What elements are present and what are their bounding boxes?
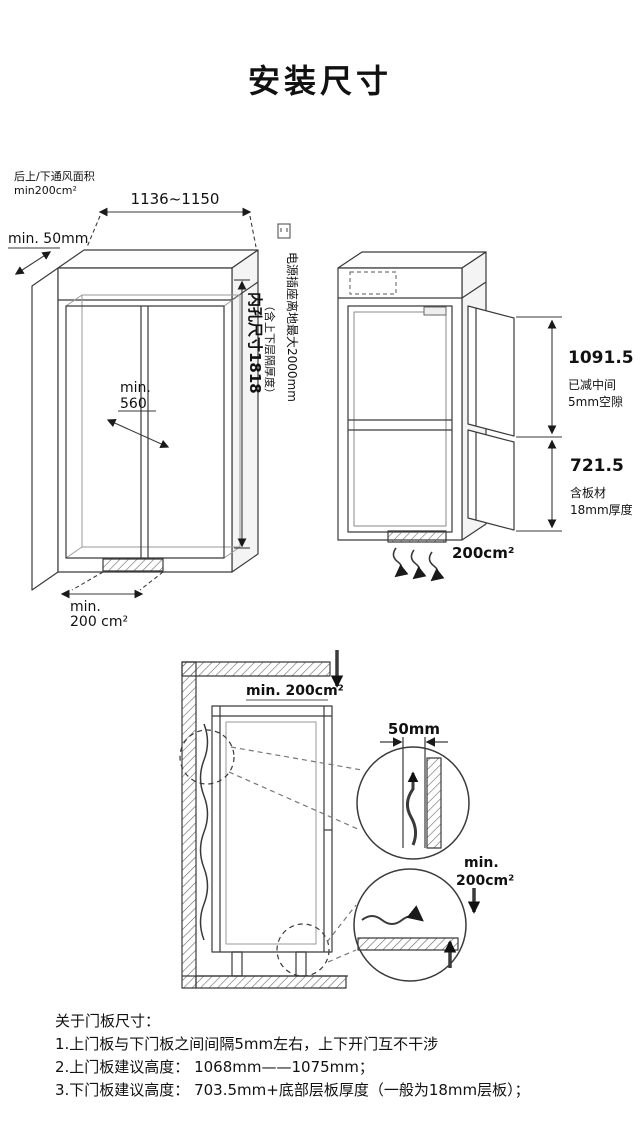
- fridge-lower-door: [467, 429, 515, 531]
- fridge-bottom-vent-hatch: [387, 530, 447, 543]
- lower-door-height-dimension: 721.5: [570, 456, 624, 476]
- upper-door-note-2: 5mm空隙: [568, 395, 623, 409]
- lower-door-note-2: 18mm厚度: [570, 502, 633, 517]
- fridge-bottom-vent-label: 200cm²: [452, 544, 514, 562]
- notes-item-3: 3.下门板建议高度： 703.5mm+底部层板厚度（一般为18mm层板）；: [55, 1081, 530, 1099]
- niche-inner-height-label: 内孔尺寸1818: [246, 292, 264, 394]
- notes-item-2: 2.上门板建议高度： 1068mm——1075mm；: [55, 1058, 374, 1076]
- detail-callout-top-gap: [356, 737, 470, 860]
- fridge-hinge: [423, 306, 447, 316]
- fridge-dimensions: [516, 316, 562, 532]
- niche-bottom-vent-hatch: [102, 558, 164, 572]
- fridge-foot: [295, 951, 307, 977]
- niche-rear-vent-label-2: min200cm²: [14, 184, 77, 197]
- detail-marker-top: [179, 729, 235, 785]
- niche-socket-height-label: 电源插座离地最大2000mm: [285, 252, 300, 402]
- niche-rear-vent-label-1: 后上/下通风面积: [14, 170, 95, 183]
- gap-detail-label: 50mm: [388, 720, 440, 738]
- upper-door-note-1: 已减中间: [568, 377, 616, 392]
- upper-door-height-dimension: 1091.5: [568, 348, 634, 368]
- section-bottom-vent-label-value: 200cm²: [456, 873, 514, 889]
- lower-door-note-1: 含板材: [570, 485, 606, 500]
- detail-marker-bottom: [276, 923, 330, 977]
- section-bottom-vent-label-min: min.: [464, 855, 499, 871]
- door-panel-notes: 关于门板尺寸： 1.上门板与下门板之间间隔5mm左右，上下开门互不干涉 2.上门…: [55, 1010, 530, 1102]
- niche-width-dimension: 1136~1150: [131, 190, 220, 208]
- niche-dimensions: [8, 207, 291, 599]
- power-socket-icon: [277, 223, 291, 239]
- fridge-foot: [231, 951, 243, 977]
- section-top-vent-label: min. 200cm²: [246, 683, 344, 699]
- niche-side-gap-label: min. 50mm: [8, 231, 88, 247]
- fridge-upper-door: [467, 305, 515, 437]
- page-title: 安装尺寸: [247, 62, 392, 100]
- fridge-drawing: [337, 251, 515, 582]
- notes-item-1: 1.上门板与下门板之间间隔5mm左右，上下开门互不干涉: [55, 1035, 439, 1053]
- airflow-wavy-line: [199, 723, 209, 941]
- fridge-airflow-arrows: [392, 547, 445, 582]
- niche-bottom-vent-label-value: 200 cm²: [70, 614, 128, 630]
- niche-cabinet-drawing: [31, 249, 259, 591]
- niche-bottom-vent-label-min: min.: [70, 599, 101, 615]
- notes-heading: 关于门板尺寸：: [55, 1012, 161, 1030]
- cross-section-drawing: [179, 650, 481, 989]
- niche-depth-label-value: 560: [120, 396, 147, 412]
- niche-depth-label-min: min.: [120, 380, 151, 396]
- detail-callout-bottom-vent: [353, 868, 481, 982]
- niche-inner-height-note: （含上下层隔厚度）: [263, 300, 277, 399]
